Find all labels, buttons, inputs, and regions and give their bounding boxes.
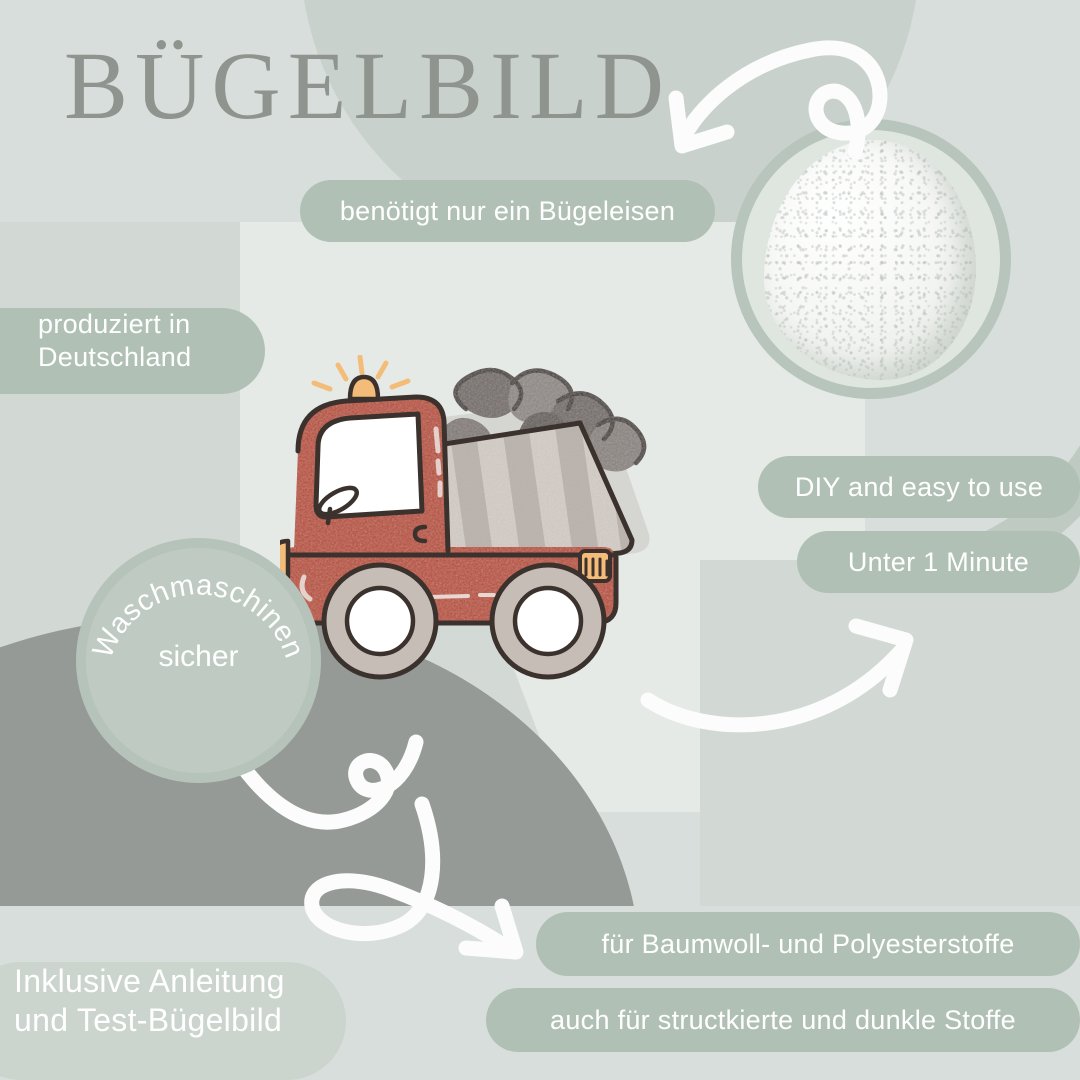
- cab: [294, 394, 451, 602]
- badge-includes-manual: Inklusive Anleitung und Test-Bügelbild: [0, 962, 346, 1080]
- beacon-rays: [311, 355, 411, 392]
- rocks: [439, 367, 647, 472]
- badge-needs-only-iron: benötigt nur ein Bügeleisen: [300, 180, 715, 242]
- product-photo-circle: [742, 130, 1000, 388]
- badge-under-one-minute: Unter 1 Minute: [797, 531, 1080, 593]
- badge-manual-line2: und Test-Bügelbild: [14, 1002, 283, 1039]
- badge-cotton-polyester: für Baumwoll- und Polyesterstoffe: [536, 912, 1080, 976]
- badge-germany-line2: Deutschland: [38, 341, 192, 372]
- page-title: BÜGELBILD: [64, 32, 671, 139]
- beacon-light: [311, 355, 411, 402]
- steering-wheel: [317, 485, 359, 526]
- dump-truck-illustration: [280, 355, 650, 680]
- headlight: [280, 538, 291, 580]
- texture-overlay: [764, 140, 976, 380]
- badge-germany-line1: produziert in: [38, 309, 191, 339]
- badge-textured-dark-fabrics: auch für structkierte und dunkle Stoffe: [486, 988, 1080, 1052]
- badge-manual-line1: Inklusive Anleitung: [14, 963, 285, 999]
- badge-diy-easy: DIY and easy to use: [758, 456, 1080, 518]
- background-strip-right: [700, 560, 1080, 910]
- washing-machine-safe-badge: Waschmaschinen sicher: [86, 548, 311, 773]
- rear-wheel: [489, 562, 607, 680]
- badge-made-in-germany: produziert in Deutschland: [0, 308, 265, 394]
- taillight: [578, 549, 612, 583]
- wash-badge-subtext: sicher: [158, 640, 239, 673]
- transfer-sample-image: [764, 140, 976, 380]
- front-wheel: [321, 562, 439, 680]
- curved-text-svg: Waschmaschinen: [87, 569, 310, 663]
